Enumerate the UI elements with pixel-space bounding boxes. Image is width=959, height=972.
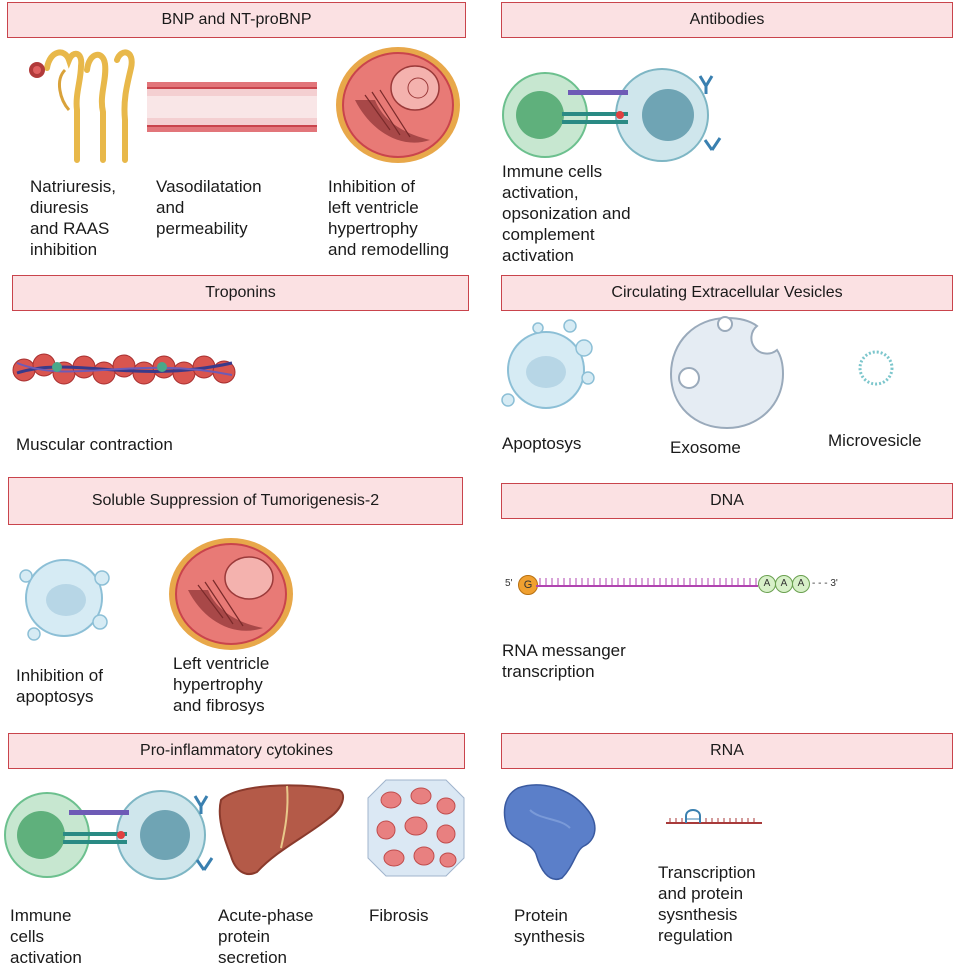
bnp-label-vasodilatation: Vasodilatation and permeability — [156, 177, 262, 238]
rna-label-transcription: Transcription and protein sysnthesis reg… — [658, 863, 756, 945]
header-antibodies: Antibodies — [501, 2, 953, 38]
header-vesicles: Circulating Extracellular Vesicles — [501, 275, 953, 311]
header-dna: DNA — [501, 483, 953, 519]
fibrosis-tissue-illustration — [367, 779, 465, 877]
header-bnp: BNP and NT-proBNP — [7, 2, 466, 38]
header-st2: Soluble Suppression of Tumorigenesis-2 — [8, 477, 463, 525]
muscle-fiber-illustration — [12, 353, 236, 385]
bnp-label-natriuresis: Natriuresis, diuresis and RAAS inhibitio… — [30, 177, 116, 259]
mrna-illustration: 5' G A A A - - - 3' — [505, 574, 838, 598]
apoptotic-cell-illustration-2 — [19, 559, 110, 641]
rna-hairpin-illustration — [666, 809, 762, 824]
header-troponins: Troponins — [12, 275, 469, 311]
dna-label: RNA messanger transcription — [502, 641, 626, 681]
protein-illustration — [503, 784, 596, 881]
cap-marker: G — [518, 575, 538, 595]
five-prime-label: 5' — [505, 578, 513, 589]
immune-cells-illustration-1 — [502, 68, 722, 162]
heart-section-illustration-2 — [169, 538, 293, 650]
cytokines-label-acute-phase: Acute-phase protein secretion — [218, 906, 314, 967]
immune-cells-illustration-2 — [4, 790, 214, 880]
vesicles-label-microvesicle: Microvesicle — [828, 431, 922, 450]
exosome-illustration — [669, 316, 785, 430]
antibodies-label: Immune cells activation, opsonization an… — [502, 162, 631, 265]
cytokines-label-fibrosis: Fibrosis — [369, 906, 429, 925]
vesicles-label-apoptosys: Apoptosys — [502, 434, 582, 453]
st2-label-apoptosys: Inhibition of apoptosys — [16, 666, 103, 706]
polya-tail-a-3: A — [792, 575, 810, 593]
polya-tail-a-2: A — [775, 575, 793, 593]
rna-label-protein: Protein synthesis — [514, 906, 585, 946]
heart-section-illustration-1 — [336, 47, 460, 163]
vesicles-label-exosome: Exosome — [670, 438, 741, 457]
cytokines-label-immune: Immune cells activation — [10, 906, 82, 967]
header-rna: RNA — [501, 733, 953, 769]
microvesicle-illustration — [858, 350, 894, 386]
kidney-nephron-illustration — [29, 49, 135, 163]
troponins-label: Muscular contraction — [16, 435, 173, 454]
three-prime-label: - - - 3' — [812, 578, 838, 589]
header-cytokines: Pro-inflammatory cytokines — [8, 733, 465, 769]
mrna-strand — [536, 578, 758, 587]
blood-vessel-illustration — [147, 82, 317, 132]
liver-illustration — [218, 784, 345, 875]
st2-label-lv: Left ventricle hypertrophy and fibrosys — [173, 654, 270, 715]
polya-tail-a-1: A — [758, 575, 776, 593]
apoptotic-cell-illustration-1 — [501, 319, 595, 409]
bnp-label-lv-inhibition: Inhibition of left ventricle hypertrophy… — [328, 177, 449, 259]
